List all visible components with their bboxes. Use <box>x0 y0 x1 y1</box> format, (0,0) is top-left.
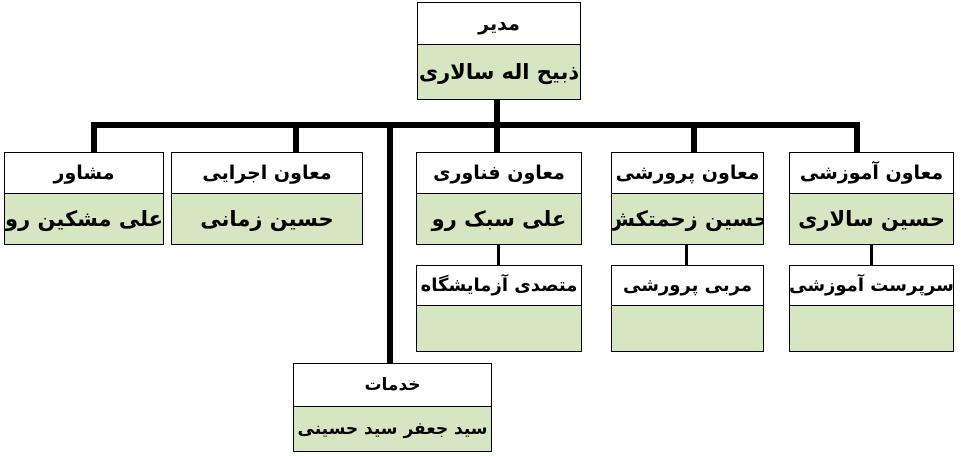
sub-amoozeshi-title: سرپرست آموزشی <box>790 266 953 306</box>
deputy-fanavari-title: معاون فناوری <box>417 153 581 194</box>
sub-fanavari-box: متصدی آزمایشگاه <box>416 265 582 352</box>
deputy-moshaver-title: مشاور <box>5 153 163 194</box>
connector-to-ejraei <box>293 122 299 153</box>
sub-amoozeshi-value <box>790 306 953 351</box>
connector-horizontal-bus <box>91 122 860 128</box>
sub-amoozeshi-box: سرپرست آموزشی <box>789 265 954 352</box>
deputy-amoozeshi-box: معاون آموزشی حسین سالاری <box>789 152 954 245</box>
deputy-fanavari-box: معاون فناوری علی سبک رو <box>416 152 582 245</box>
connector-to-amoozeshi <box>854 122 860 153</box>
deputy-moshaver-box: مشاور علی مشکین رو <box>4 152 164 245</box>
connector-director-down <box>494 99 500 122</box>
sub-parvareshi-title: مربی پرورشی <box>612 266 763 306</box>
deputy-amoozeshi-title: معاون آموزشی <box>790 153 953 194</box>
deputy-parvareshi-title: معاون پرورشی <box>612 153 763 194</box>
sub-parvareshi-box: مربی پرورشی <box>611 265 764 352</box>
connector-to-parvareshi <box>691 122 697 153</box>
deputy-ejraei-box: معاون اجرایی حسین زمانی <box>171 152 363 245</box>
director-box: مدیر ذبیح اله سالاری <box>417 2 581 100</box>
deputy-ejraei-name: حسین زمانی <box>172 194 362 244</box>
director-title: مدیر <box>418 3 580 45</box>
services-box: خدمات سید جعفر سید حسینی <box>293 363 492 452</box>
deputy-ejraei-title: معاون اجرایی <box>172 153 362 194</box>
connector-parvareshi-sub <box>685 244 688 266</box>
deputy-parvareshi-name: حسین زحمتکش <box>612 194 763 244</box>
deputy-amoozeshi-name: حسین سالاری <box>790 194 953 244</box>
deputy-fanavari-name: علی سبک رو <box>417 194 581 244</box>
services-name: سید جعفر سید حسینی <box>294 407 491 451</box>
services-title: خدمات <box>294 364 491 407</box>
deputy-moshaver-name: علی مشکین رو <box>5 194 163 244</box>
connector-to-moshaver <box>91 122 97 153</box>
connector-to-fanavari <box>494 122 500 153</box>
connector-to-khadamat <box>387 122 393 364</box>
director-name: ذبیح اله سالاری <box>418 45 580 99</box>
connector-fanavari-sub <box>497 244 500 266</box>
sub-parvareshi-value <box>612 306 763 351</box>
connector-amoozeshi-sub <box>870 244 873 266</box>
deputy-parvareshi-box: معاون پرورشی حسین زحمتکش <box>611 152 764 245</box>
sub-fanavari-title: متصدی آزمایشگاه <box>417 266 581 306</box>
sub-fanavari-value <box>417 306 581 351</box>
